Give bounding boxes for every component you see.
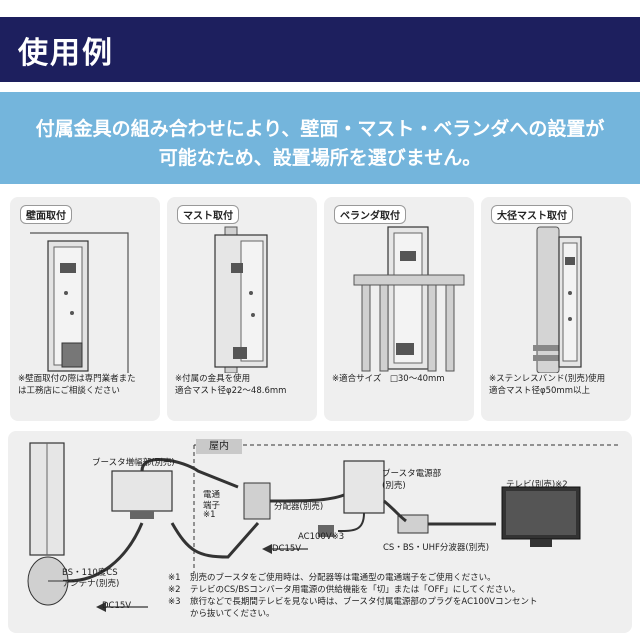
header: 使用例 xyxy=(0,0,640,88)
card-large-mast-mount: 大径マスト取付 ※ステンレスバンド(別売)使用 適合マスト径φ50mm以上 xyxy=(481,197,631,421)
terminal-label: 端子 xyxy=(203,501,221,511)
card-label: ベランダ取付 xyxy=(334,205,406,224)
veranda-mount-illustration xyxy=(353,226,465,372)
card-note: ※壁面取付の際は専門業者また は工務店にご相談ください xyxy=(18,373,158,397)
card-note-line: ※ステンレスバンド(別売)使用 xyxy=(489,374,606,384)
footnote-text: 別売のブースタをご使用時は、分配器等は電通型の電通端子をご使用ください。 xyxy=(190,573,496,583)
intro-line-1: 付属金具の組み合わせにより、壁面・マスト・ベランダへの設置が xyxy=(35,118,605,140)
card-note-line: 適合マスト径φ50mm以上 xyxy=(489,386,590,396)
wiring-diagram xyxy=(8,431,632,633)
booster-amp-label: ブースタ増幅部(別売) xyxy=(92,458,175,468)
footnote-4: から抜いてください。 xyxy=(168,609,628,620)
footnote-text: 旅行などで長期間テレビを見ない時は、ブースタ付属電源部のプラグをAC100Vコン… xyxy=(190,597,538,607)
terminal-label: ※1 xyxy=(203,510,216,520)
footnote-text: テレビのCS/BSコンバータ用電源の供給機能を「切」または「OFF」にしてくださ… xyxy=(190,585,521,595)
power-unit-label: (別売) xyxy=(382,481,406,491)
dc-upper-label: DC15V xyxy=(272,544,302,554)
tv-label: テレビ(別売)※2 xyxy=(506,480,568,490)
card-wall-mount: 壁面取付 ※壁面取付の際は専門業者また は工務店にご相談ください xyxy=(10,197,160,421)
wiring-illustration xyxy=(27,442,618,612)
power-unit-label: ブースタ電源部 xyxy=(382,469,442,479)
card-note: ※付属の金具を使用 適合マスト径φ22〜48.6mm xyxy=(175,373,315,397)
wall-mount-illustration xyxy=(30,232,129,373)
page-title: 使用例 xyxy=(18,36,114,71)
intro-banner: 付属金具の組み合わせにより、壁面・マスト・ベランダへの設置が 可能なため、設置場… xyxy=(0,92,640,184)
footnote-2: ※2 テレビのCS/BSコンバータ用電源の供給機能を「切」または「OFF」にしてく… xyxy=(168,585,628,596)
card-note-line: ※適合サイズ □30〜40mm xyxy=(332,374,445,384)
card-note-line: は工務店にご相談ください xyxy=(18,386,120,396)
footnote-num: ※2 xyxy=(168,585,181,595)
terminal-label: 電通 xyxy=(203,490,221,500)
card-label: 大径マスト取付 xyxy=(491,205,573,224)
footnote-3: ※3 旅行などで長期間テレビを見ない時は、ブースタ付属電源部のプラグをAC100V… xyxy=(168,597,628,608)
ac-label: AC100V※3 xyxy=(298,532,345,542)
intro-line-2: 可能なため、設置場所を選びません。 xyxy=(158,147,482,169)
footnote-text: から抜いてください。 xyxy=(190,609,275,619)
card-mast-mount: マスト取付 ※付属の金具を使用 適合マスト径φ22〜48.6mm xyxy=(167,197,317,421)
antenna-label: BS・110度CS xyxy=(62,568,118,578)
card-note-line: ※付属の金具を使用 xyxy=(175,374,251,384)
filter-label: CS・BS・UHF分波器(別売) xyxy=(383,543,490,553)
card-note: ※適合サイズ □30〜40mm xyxy=(332,373,472,385)
footnote-1: ※1 別売のブースタをご使用時は、分配器等は電通型の電通端子をご使用ください。 xyxy=(168,573,628,584)
card-note-line: 適合マスト径φ22〜48.6mm xyxy=(175,386,287,396)
card-label: マスト取付 xyxy=(177,205,239,224)
mast-mount-illustration xyxy=(214,226,268,373)
footnote-num: ※3 xyxy=(168,597,181,607)
card-veranda-mount: ベランダ取付 ※適合サイズ □30〜40mm xyxy=(324,197,474,421)
antenna-label: アンテナ(別売) xyxy=(62,579,120,589)
footnote-num: ※1 xyxy=(168,573,181,583)
dc-lower-label: DC15V xyxy=(102,601,132,611)
splitter-label: 分配器(別売) xyxy=(274,502,324,512)
card-note: ※ステンレスバンド(別売)使用 適合マスト径φ50mm以上 xyxy=(489,373,629,397)
header-band xyxy=(0,17,640,82)
card-label: 壁面取付 xyxy=(20,205,72,224)
large-mast-illustration xyxy=(533,226,582,373)
card-note-line: ※壁面取付の際は専門業者また xyxy=(18,374,136,384)
indoor-label: 屋内 xyxy=(196,439,242,454)
